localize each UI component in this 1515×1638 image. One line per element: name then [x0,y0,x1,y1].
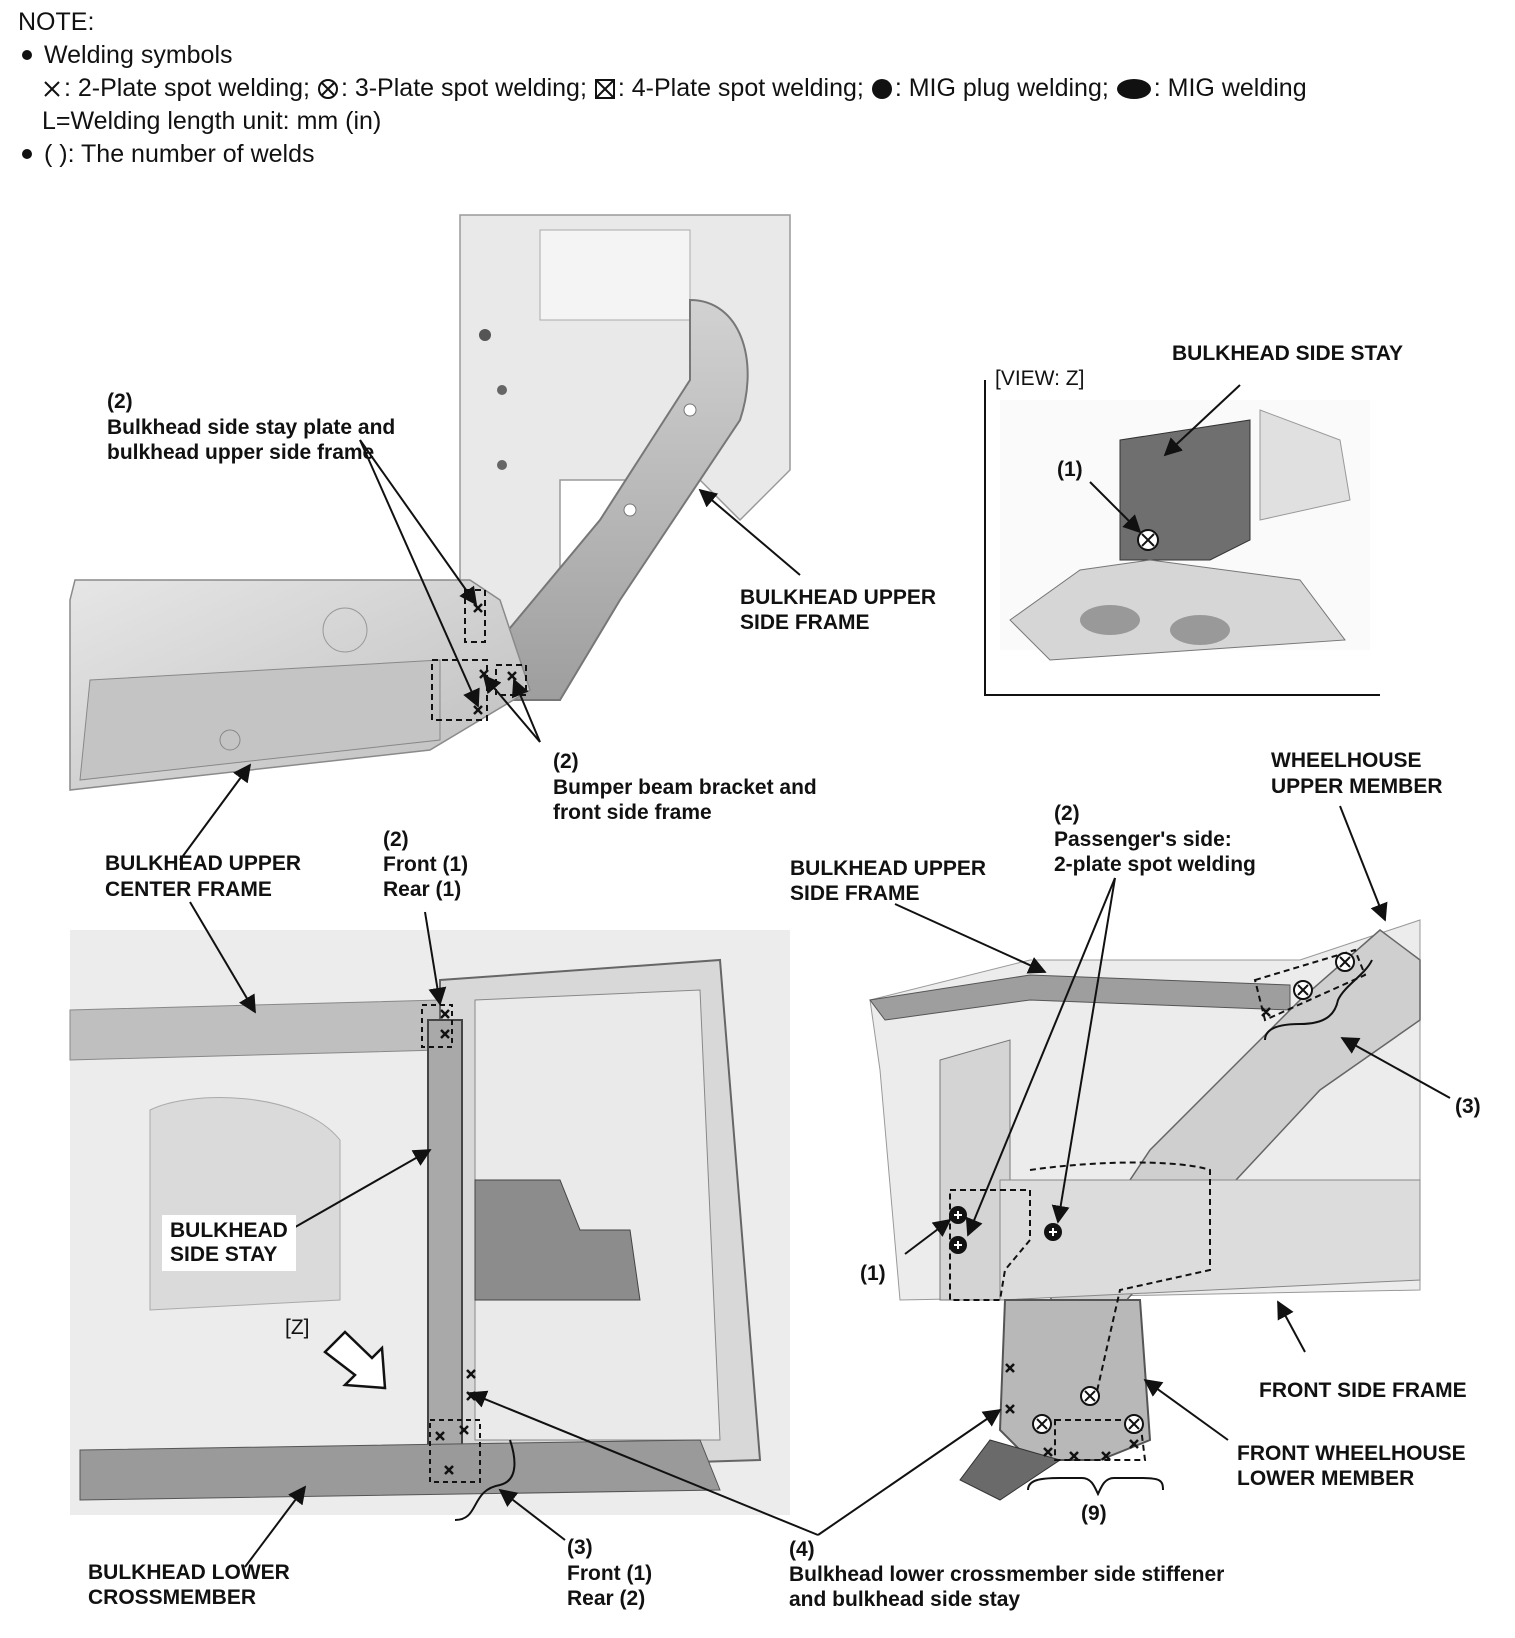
bumper-line2: front side frame [553,801,712,824]
top-stay-line2: bulkhead upper side frame [107,441,374,464]
stiffener-count: (4) [789,1538,815,1561]
bl-front: Front (1) [383,853,468,876]
br-passenger-line1: Passenger's side: [1054,828,1232,851]
upper-center-frame-label-1: BULKHEAD UPPER [105,852,301,875]
br-count-3: (3) [1455,1095,1481,1118]
br-upper-side-label-2: SIDE FRAME [790,882,920,905]
view-z-count: (1) [1057,458,1083,481]
lower-crossmember-label-2: CROSSMEMBER [88,1586,256,1609]
side-stay-label: BULKHEAD SIDE STAY [162,1215,296,1271]
wheelhouse-upper-label-1: WHEELHOUSE [1271,749,1422,772]
z-marker: [Z] [285,1316,310,1339]
upper-side-frame-label-1: BULKHEAD UPPER [740,586,936,609]
note-count-text: ( ): The number of welds [44,140,315,168]
legend-2plate: : 2-Plate spot welding; [64,74,310,102]
legend-3plate: : 3-Plate spot welding; [340,74,587,102]
br-passenger-line2: 2-plate spot welding [1054,853,1256,876]
side-stay-label-line1: BULKHEAD [170,1219,288,1242]
note-heading: NOTE: [18,8,95,36]
bl-lower-rear: Rear (2) [567,1587,645,1610]
bottom-left-illustration [69,901,790,1568]
bottom-right-illustration [468,805,1451,1536]
bl-rear: Rear (1) [383,878,461,901]
note-symbol-legend: : 2-Plate spot welding; : 3-Plate spot w… [18,72,1307,105]
note-length-unit: L=Welding length unit: mm (in) [42,107,382,135]
top-view-illustration [69,214,801,861]
three-plate-spot-icon [317,79,338,100]
bullet-icon [22,148,32,159]
top-stay-line1: Bulkhead side stay plate and [107,416,395,439]
br-upper-side-label-1: BULKHEAD UPPER [790,857,986,880]
br-count-1: (1) [860,1262,886,1285]
bumper-line1: Bumper beam bracket and [553,776,817,799]
br-count-9: (9) [1081,1502,1107,1525]
top-stay-count: (2) [107,390,133,413]
legend-mig: : MIG welding [1153,74,1307,102]
br-passenger-count: (2) [1054,802,1080,825]
note-symbols-title: Welding symbols [44,41,233,69]
wheelhouse-lower-label-2: LOWER MEMBER [1237,1467,1414,1490]
legend-mig-plug: : MIG plug welding; [894,74,1109,102]
wheelhouse-upper-label-2: UPPER MEMBER [1271,775,1443,798]
bullet-icon [22,49,32,60]
welding-note: NOTE: Welding symbols : 2-Plate spot wel… [18,6,1307,171]
upper-side-frame-label-2: SIDE FRAME [740,611,870,634]
stiffener-line1: Bulkhead lower crossmember side stiffene… [789,1563,1224,1586]
view-z-title: [VIEW: Z] [995,367,1084,390]
wheelhouse-lower-label-1: FRONT WHEELHOUSE [1237,1442,1466,1465]
lower-crossmember-label-1: BULKHEAD LOWER [88,1561,290,1584]
view-z-inset [984,380,1380,696]
upper-center-frame-label-2: CENTER FRAME [105,878,272,901]
note-bullet-symbols: Welding symbols [18,39,1307,72]
two-plate-spot-icon [44,81,60,98]
mig-plug-icon [871,79,892,100]
legend-4plate: : 4-Plate spot welding; [617,74,864,102]
front-side-frame-label: FRONT SIDE FRAME [1259,1379,1467,1402]
stiffener-line2: and bulkhead side stay [789,1588,1020,1611]
bumper-count: (2) [553,750,579,773]
bl-frontrear-count: (2) [383,828,409,851]
bl-lower-count: (3) [567,1536,593,1559]
bl-lower-front: Front (1) [567,1562,652,1585]
side-stay-label-line2: SIDE STAY [170,1243,278,1266]
mig-weld-icon [1116,79,1151,100]
note-bullet-count: ( ): The number of welds [18,138,1307,171]
view-z-part-label: BULKHEAD SIDE STAY [1172,342,1403,365]
four-plate-spot-icon [594,79,615,100]
